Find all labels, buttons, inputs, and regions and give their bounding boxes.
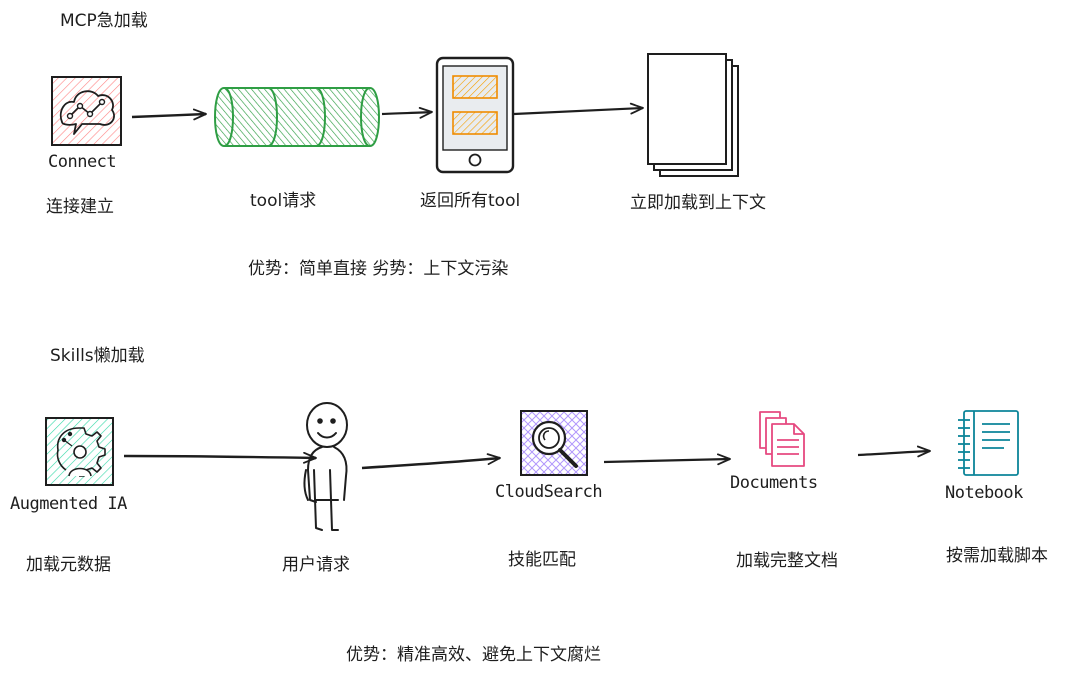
skills-step-label: 加载完整文档 xyxy=(736,551,838,571)
skills-summary: 优势：精准高效、避免上下文腐烂 xyxy=(346,645,601,665)
augmented-icon-label: Augmented IA xyxy=(10,494,127,514)
notebook-icon-label: Notebook xyxy=(945,483,1023,503)
cloudsearch-icon-label: CloudSearch xyxy=(495,482,603,502)
arrow-documents-to-notebook xyxy=(857,445,931,458)
skills-step-label: 按需加载脚本 xyxy=(946,546,1048,566)
mcp-step-label: 返回所有tool xyxy=(420,191,521,211)
skills-title: Skills懒加载 xyxy=(50,346,145,366)
arrow-augmented-to-user xyxy=(123,451,317,464)
arrow-cloudsearch-to-documents xyxy=(603,453,731,466)
mcp-summary: 优势：简单直接 劣势：上下文污染 xyxy=(248,259,509,279)
connect-icon xyxy=(51,76,122,146)
augmented-ia-icon xyxy=(45,417,114,486)
skills-step-label: 技能匹配 xyxy=(508,550,576,570)
documents-icon xyxy=(759,411,805,467)
cylinder-icon xyxy=(214,87,380,147)
mcp-step-label: 立即加载到上下文 xyxy=(630,193,766,213)
mcp-step-label: tool请求 xyxy=(250,191,317,211)
mcp-step-label: 连接建立 xyxy=(46,197,114,217)
arrow-cylinder-to-tablet xyxy=(381,106,433,119)
skills-step-label: 加载元数据 xyxy=(26,555,111,575)
documents-icon-label: Documents xyxy=(730,473,818,493)
document-stack-icon xyxy=(647,53,739,177)
arrow-connect-to-cylinder xyxy=(131,108,207,121)
tablet-icon xyxy=(435,56,515,174)
arrow-tablet-to-docs xyxy=(513,102,644,116)
notebook-icon xyxy=(958,410,1019,476)
connect-icon-label: Connect xyxy=(48,152,117,172)
skills-step-label: 用户请求 xyxy=(282,555,350,575)
mcp-title: MCP急加载 xyxy=(60,11,148,31)
cloudsearch-icon xyxy=(520,410,588,476)
arrow-user-to-cloudsearch xyxy=(361,453,501,470)
stick-figure-icon xyxy=(303,402,348,531)
